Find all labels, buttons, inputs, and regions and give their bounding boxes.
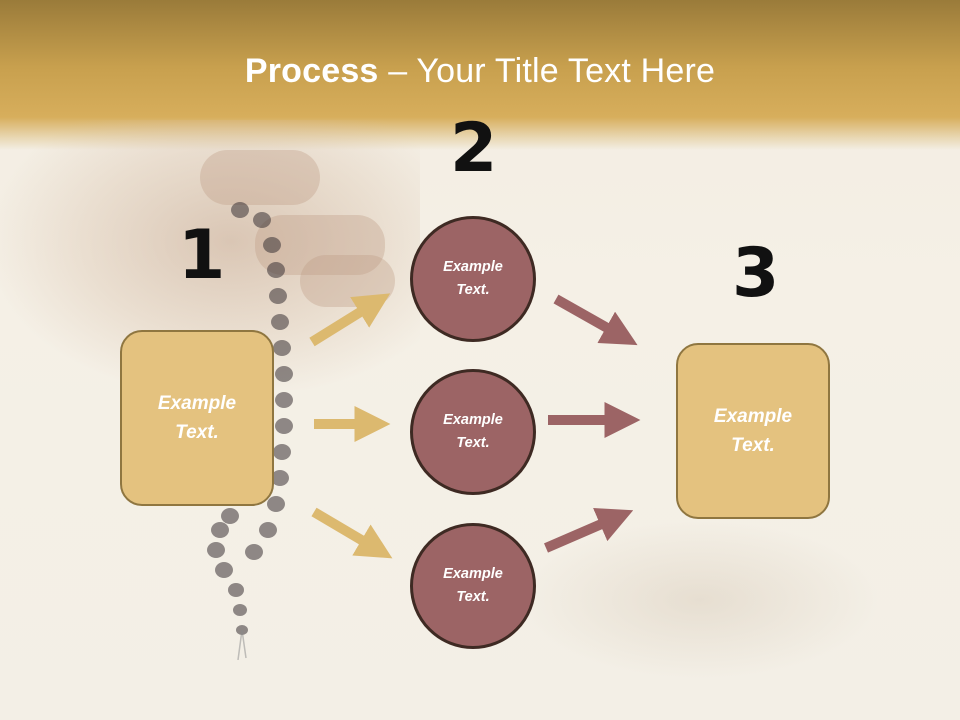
title-bold: Process [244, 52, 379, 90]
step-2-circle-top: Example Text. [410, 216, 536, 342]
background-glow [520, 520, 880, 680]
step-2-circle-middle: Example Text. [410, 369, 536, 495]
step-2-circle-bottom: Example Text. [410, 523, 536, 649]
step-number-1: 1 [178, 216, 226, 295]
title-rest: – Your Title Text Here [378, 52, 716, 90]
circle-text: Example Text. [443, 259, 503, 298]
slide-title: Process – Your Title Text Here [0, 52, 960, 91]
arrow-circle-top-to-3 [553, 294, 638, 346]
step-number-2: 2 [450, 109, 498, 188]
step-1-text: Example Text. [157, 393, 237, 443]
step-3-text: Example Text. [713, 406, 793, 456]
step-1-box: Example Text. [120, 330, 274, 506]
circle-text: Example Text. [443, 566, 503, 605]
background-prayer-beads [207, 202, 293, 660]
step-number-3: 3 [732, 234, 780, 313]
arrow-1-to-circle-bottom [311, 507, 393, 559]
step-3-box: Example Text. [676, 343, 830, 519]
background-finger [200, 150, 320, 205]
circle-text: Example Text. [443, 412, 503, 451]
